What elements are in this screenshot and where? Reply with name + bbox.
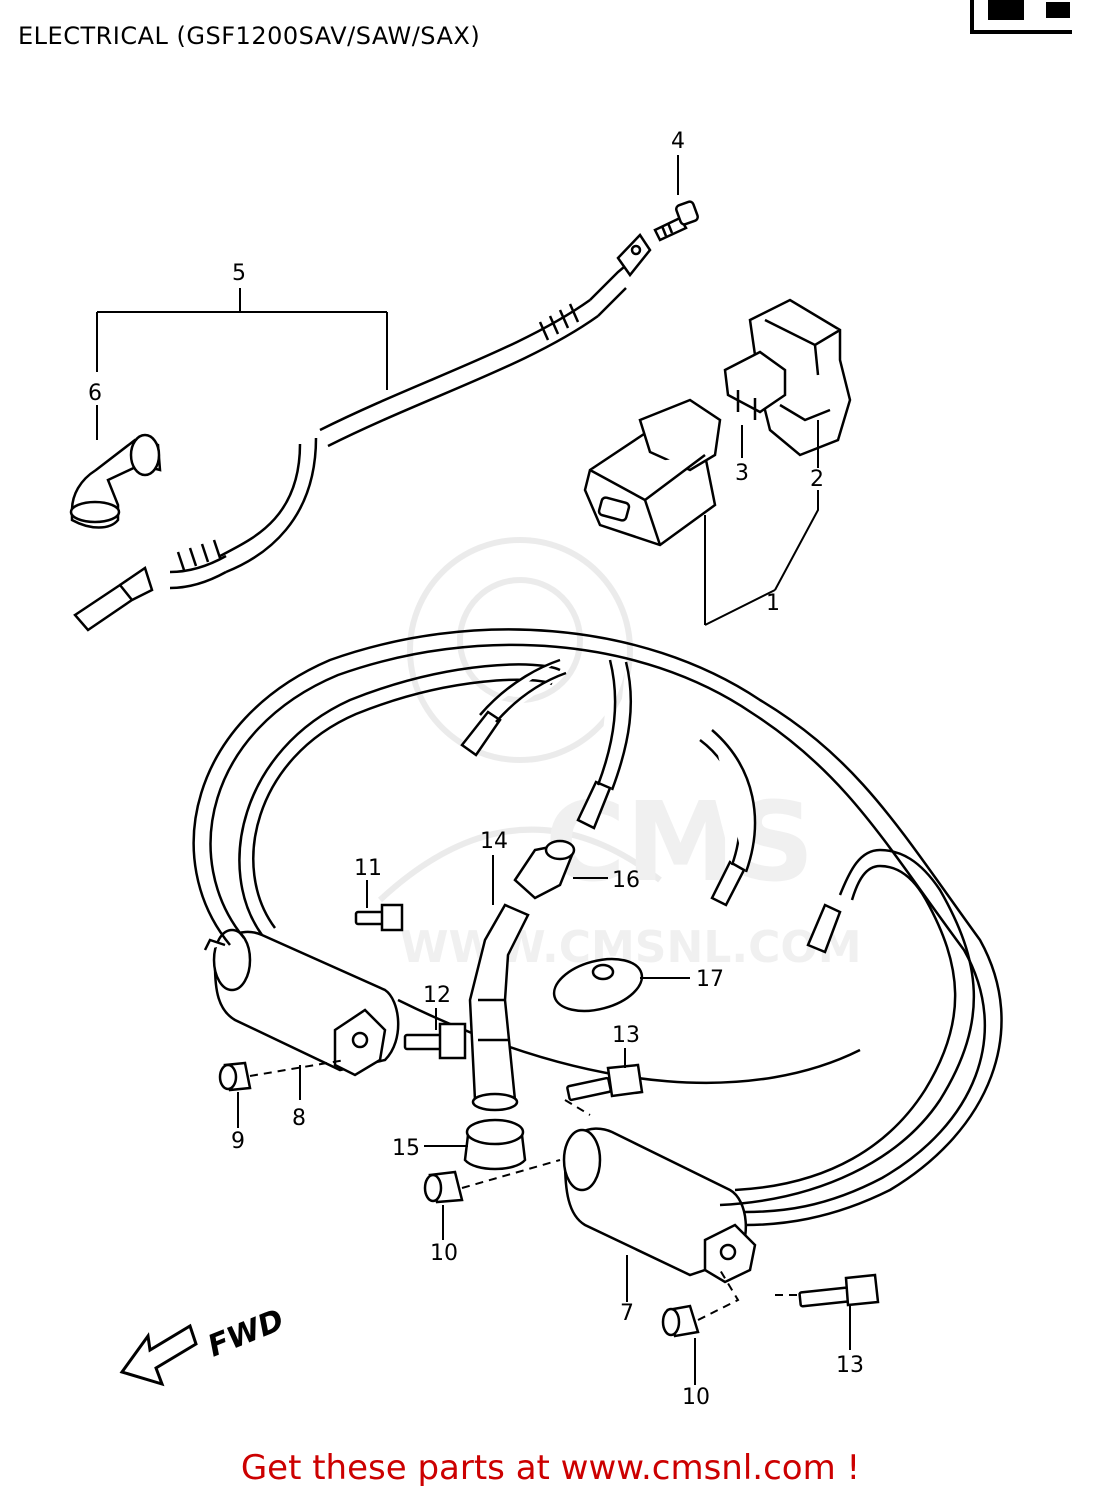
callout-12: 12 (423, 983, 451, 1008)
fuse-part-3 (723, 350, 787, 420)
callout-16: 16 (612, 868, 640, 893)
ignition-coil-part-8 (203, 928, 400, 1077)
callout-1: 1 (766, 591, 780, 616)
callout-6: 6 (88, 381, 102, 406)
bolt-part-12 (403, 1022, 467, 1060)
screw-part-4 (653, 200, 700, 242)
plug-cap-part-14 (468, 903, 530, 1112)
callout-17: 17 (696, 967, 724, 992)
boot-part-15 (463, 1118, 527, 1171)
fwd-label: FWD (203, 1303, 289, 1365)
callout-10-upper: 10 (430, 1241, 458, 1266)
callout-15: 15 (392, 1136, 420, 1161)
cmsnl-watermark: CMS WWW.CMSNL.COM (377, 537, 862, 973)
callout-10-lower: 10 (682, 1385, 710, 1410)
ignition-coil-part-7 (562, 1127, 757, 1284)
leader-lines (96, 155, 851, 1385)
footer-promo-text: Get these parts at www.cmsnl.com ! (240, 1448, 861, 1488)
diagram-title: ELECTRICAL (GSF1200SAV/SAW/SAX) (18, 22, 481, 50)
callout-14: 14 (480, 829, 508, 854)
callout-labels: 1 2 3 4 5 6 7 8 9 10 10 11 12 13 13 14 1… (88, 129, 864, 1410)
battery-cable-part-5 (73, 233, 652, 632)
assembly-dash-lines (249, 1059, 800, 1321)
bolt-part-13-upper (566, 1063, 644, 1102)
callout-2: 2 (810, 467, 824, 492)
collar-part-9 (218, 1061, 252, 1092)
callout-13-lower: 13 (836, 1353, 864, 1378)
seal-part-16 (513, 839, 576, 900)
watermark-logo-text: CMS (545, 778, 814, 906)
callout-8: 8 (292, 1106, 306, 1131)
callout-9: 9 (231, 1129, 245, 1154)
collar-part-10-upper (423, 1170, 464, 1204)
callout-4: 4 (671, 129, 685, 154)
callout-5: 5 (232, 261, 246, 286)
terminal-cap-part-6 (69, 433, 162, 529)
page-corner-marker (970, 0, 1072, 34)
grommet-part-17 (552, 957, 644, 1013)
bolt-part-11 (354, 903, 404, 932)
collar-part-10-lower (661, 1304, 700, 1338)
fwd-arrow-icon (119, 1323, 198, 1387)
callout-7: 7 (620, 1301, 634, 1326)
callout-3: 3 (735, 461, 749, 486)
high-tension-leads (192, 628, 1003, 1227)
bolt-part-13-lower (798, 1273, 880, 1308)
connector-part-1 (583, 398, 722, 547)
spark-plug-caps (460, 658, 842, 954)
callout-11: 11 (354, 856, 382, 881)
callout-13-upper: 13 (612, 1023, 640, 1048)
